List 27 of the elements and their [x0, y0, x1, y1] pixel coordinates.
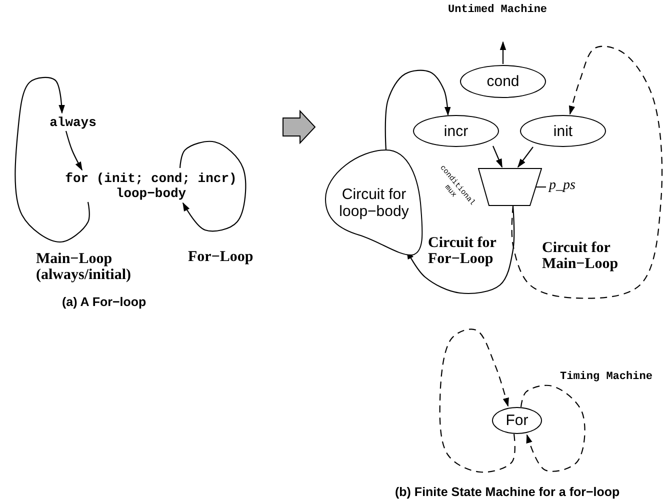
- dashed-arrow: [511, 46, 663, 299]
- state-name: For: [506, 412, 528, 429]
- code-text: for (init; cond; incr) loop−body: [60, 170, 242, 202]
- circuit-label: Circuit for Main−Loop: [542, 240, 620, 272]
- dashed-arrow: [439, 328, 516, 473]
- caption: (a) A For−loop: [62, 295, 146, 309]
- state-name: init: [553, 122, 573, 140]
- state-ellipse: [492, 407, 542, 434]
- loop-label: Main−Loop (always/initial): [36, 251, 132, 283]
- code-text: always: [50, 114, 96, 130]
- dashed-arrow: [520, 384, 586, 472]
- state-name: incr: [444, 122, 468, 140]
- heading: Timing Machine: [560, 370, 652, 385]
- circuit-label: Circuit for For−Loop: [428, 235, 498, 267]
- state-name: cond: [486, 73, 520, 90]
- circuit-name: Circuit for loop−body: [338, 186, 410, 220]
- heading: Untimed Machine: [448, 3, 548, 18]
- arrow: [500, 41, 506, 64]
- arrow: [65, 130, 82, 171]
- arrow: [517, 146, 534, 168]
- arrow: [179, 140, 246, 232]
- arrow: [14, 76, 90, 243]
- loop-label: For−Loop: [188, 249, 254, 265]
- pin-label: p_ps: [549, 178, 576, 194]
- arrow: [384, 70, 451, 150]
- arrow: [492, 146, 502, 168]
- caption: (b) Finite State Machine for a for−loop: [395, 485, 620, 499]
